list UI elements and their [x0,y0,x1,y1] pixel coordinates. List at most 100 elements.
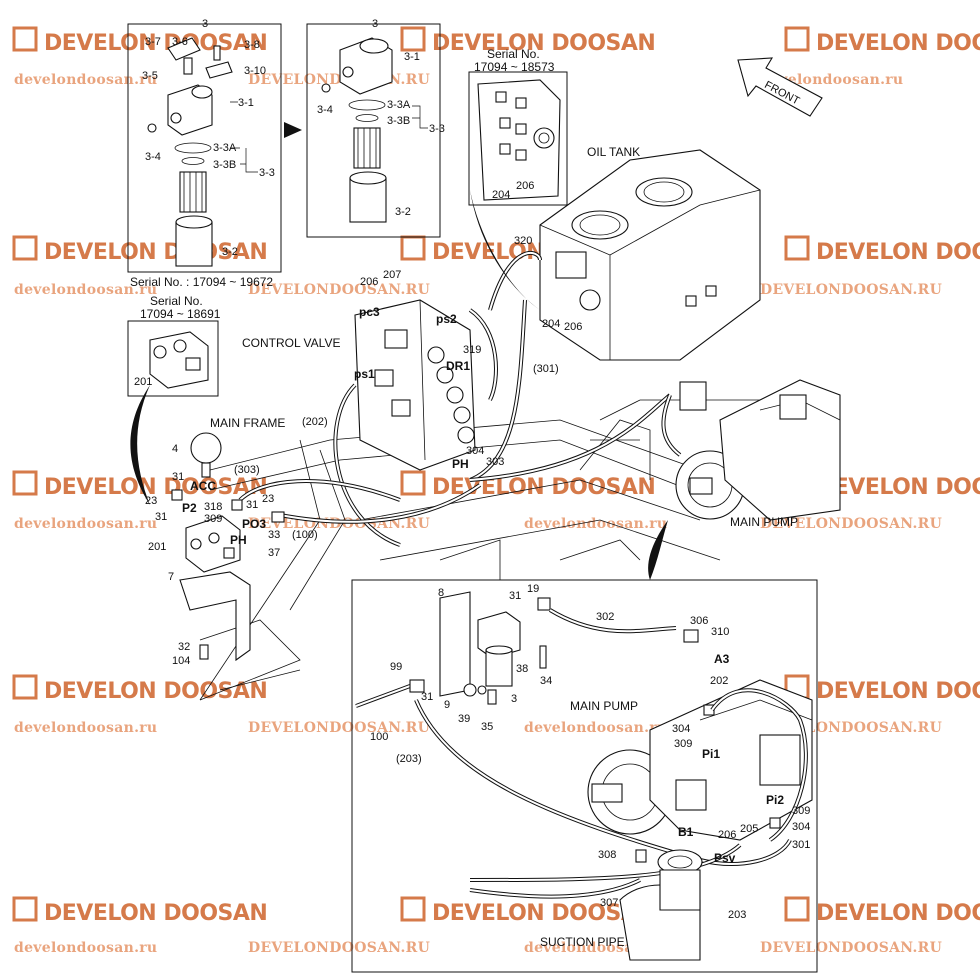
watermark-logo: DEVELON DOOSAN [400,896,656,926]
part-label: 32 [178,641,190,653]
part-label: 308 [598,849,616,861]
watermark-brand: DEVELON DOOSAN [816,679,980,704]
watermark-url: develondoosan.ru [14,720,157,736]
watermark-logo: DEVELON DOOSAN [12,235,268,265]
part-label: 3-3B [213,159,236,171]
main-pump-label: MAIN PUMP [570,699,638,713]
part-label: 38 [516,663,528,675]
filter-detail-middle [306,23,441,238]
part-label: 3-4 [145,151,161,163]
watermark-url: DEVELONDOOSAN.RU [760,516,942,532]
watermark-brand: DEVELON DOOSAN [44,475,267,500]
part-label: 304 [672,723,690,735]
mounting-bracket [179,571,251,662]
part-label: 33 [268,529,280,541]
part-label: (301) [533,363,559,375]
part-label: 23 [145,495,157,507]
watermark-url: DEVELONDOOSAN.RU [760,940,942,956]
watermark-logo: DEVELON DOOSAN [400,26,656,56]
detail-pointer [648,520,668,580]
watermark-url: develondoosan.ru [14,72,157,88]
hoses-overview [238,250,682,547]
part-label: 39 [458,713,470,725]
main-frame-label: MAIN FRAME [210,416,285,430]
watermark-brand: DEVELON DOOSAN [816,240,980,265]
part-label: (303) [234,464,260,476]
control-valve [354,299,476,471]
watermark-url: DEVELONDOOSAN.RU [760,282,942,298]
main-pump-top [675,379,841,521]
port-label: DR1 [446,359,470,373]
port-label: ACC [190,479,216,493]
valve-inset-201 [127,320,219,397]
filter-head [167,84,213,136]
spool-caps [427,346,475,444]
watermark-logo: DEVELON DOOSAN [12,896,268,926]
part-label: 3 [202,18,208,30]
part-label: 31 [421,691,433,703]
part-label: 309 [204,513,222,525]
port-label: Pi1 [702,747,720,761]
part-label: 204 [542,318,560,330]
watermark-url: develondoosan.ru [524,516,667,532]
filter-detail-frame [127,23,282,273]
part-label: 203 [728,909,746,921]
filter-detail-frame [306,23,441,238]
watermark-logo: DEVELON DOOSAN [784,674,980,704]
watermark-icon [400,235,426,261]
part-labels: 3 3-7 3-6 3-8 3-5 3-10 3-1 3-3A 3-3B 3-3… [134,18,810,921]
watermark-icon [12,26,38,52]
serial-range: 17094 ~ 18691 [140,307,221,321]
part-label: 204 [492,189,510,201]
part-label: 3 [511,693,517,705]
main-pump-label: MAIN PUMP [730,515,798,529]
part-label: 3-3 [259,167,275,179]
watermark-url: DEVELONDOOSAN.RU [248,282,430,298]
control-valve-label: CONTROL VALVE [242,336,340,350]
part-label: 3-1 [238,97,254,109]
watermark-icon [400,470,426,496]
watermark-layer: DEVELON DOOSAN DEVELON DOOSAN DEVELON DO… [12,26,980,956]
part-label: 100 [370,731,388,743]
part-label: 3-5 [142,70,158,82]
watermark-url: DEVELONDOOSAN.RU [248,940,430,956]
part-label: 31 [155,511,167,523]
watermark-brand: DEVELON DOOSAN [816,475,980,500]
serial-caption: Serial No. [150,294,203,308]
suction-pipe-label: SUCTION PIPE [540,935,625,949]
watermark-brand: DEVELON DOOSAN [432,901,655,926]
part-label: 31 [172,471,184,483]
o-ring [355,114,379,122]
part-label: 4 [172,443,178,455]
bolt [321,83,331,93]
watermark-logo: DEVELON DOOSAN [784,26,980,56]
filter-element [353,127,381,169]
pump-shaft [591,783,623,803]
watermark-url: develondoosan.ru [14,282,157,298]
part-label: 3-4 [317,104,333,116]
watermark-brand: DEVELON DOOSAN [432,475,655,500]
part-label: 205 [740,823,758,835]
accumulator [190,432,222,464]
valve-inset-frame [127,320,219,397]
part-label: 8 [438,587,444,599]
port-label: P2 [182,501,197,515]
part-label: 9 [444,699,450,711]
watermark-icon [12,470,38,496]
serial-caption: Serial No. : 17094 ~ 19672 [130,275,273,289]
filter-detail-left [127,23,282,273]
watermark-brand: DEVELON DOOSAN [44,240,267,265]
port-label: pc3 [359,305,380,319]
bolt [199,644,209,660]
part-label: 307 [600,897,618,909]
port-label: ps1 [354,367,375,381]
part-label: 306 [690,615,708,627]
part-label: 206 [564,321,582,333]
watermark-icon [400,26,426,52]
port-label: B1 [678,825,694,839]
part-label: 3 [372,18,378,30]
o-ring [174,142,212,154]
watermark-url: develondoosan.ru [14,940,157,956]
part-label: (203) [396,753,422,765]
accumulator-assembly [171,432,285,662]
